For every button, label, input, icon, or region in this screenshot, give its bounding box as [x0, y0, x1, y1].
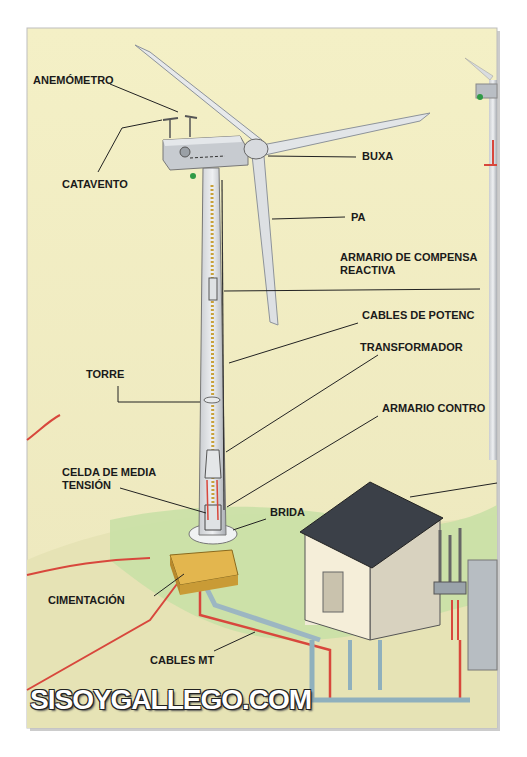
part-label: CABLES MT	[150, 654, 214, 667]
part-label: CATAVENTO	[62, 178, 128, 191]
part-label: CABLES DE POTENC	[362, 309, 474, 322]
part-label: CIMENTACIÓN	[48, 594, 125, 607]
part-label: PA	[351, 211, 365, 224]
part-label: BUXA	[362, 150, 393, 163]
part-label: ARMARIO CONTRO	[382, 402, 485, 415]
part-label: ANEMÓMETRO	[33, 74, 114, 87]
part-label: ARMARIO DE COMPENSA REACTIVA	[340, 251, 490, 277]
watermark: SISOYGALLEGO.COM	[30, 684, 311, 716]
part-label: CELDA DE MEDIA TENSIÓN	[62, 466, 162, 492]
part-label: TORRE	[86, 368, 124, 381]
part-label: TRANSFORMADOR	[360, 341, 463, 354]
part-label: BRIDA	[270, 506, 305, 519]
